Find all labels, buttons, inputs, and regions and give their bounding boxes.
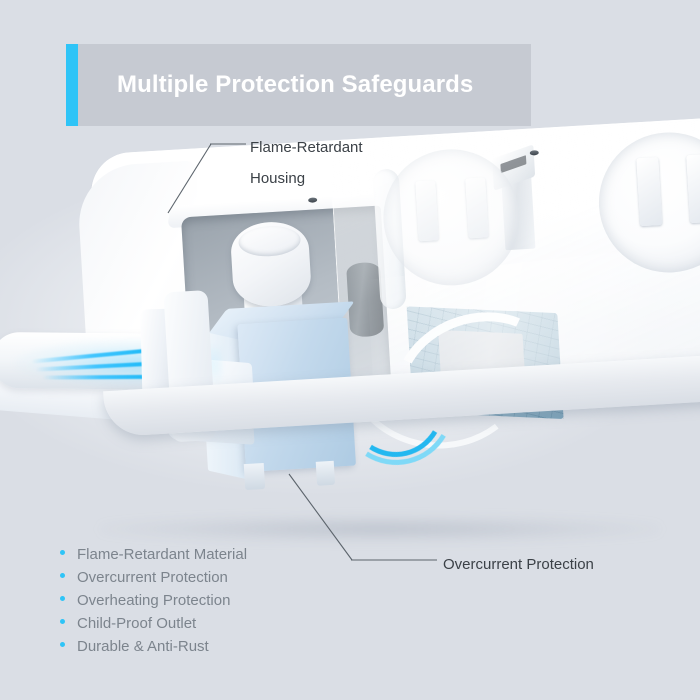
feature-label: Child-Proof Outlet — [77, 615, 197, 632]
product-drop-shadow — [100, 516, 660, 542]
callout-flame-retardant-housing: Flame-Retardant Housing — [250, 132, 363, 194]
bullet-dot-icon — [60, 619, 65, 624]
bullet-dot-icon — [60, 573, 65, 578]
power-strip-body — [0, 99, 700, 540]
feature-label: Flame-Retardant Material — [77, 546, 248, 563]
overcurrent-module-foot-right — [315, 460, 336, 486]
list-item: Child-Proof Outlet — [60, 615, 247, 638]
callout-overcurrent-protection: Overcurrent Protection — [443, 549, 594, 580]
header-banner: Multiple Protection Safeguards — [66, 44, 531, 126]
list-item: Flame-Retardant Material — [60, 546, 247, 569]
feature-label: Durable & Anti-Rust — [77, 638, 209, 655]
page-title: Multiple Protection Safeguards — [117, 71, 474, 98]
header-accent-bar — [66, 44, 78, 126]
list-item: Overheating Protection — [60, 592, 247, 615]
feature-label: Overheating Protection — [77, 592, 231, 609]
callout-housing-line2: Housing — [250, 170, 306, 187]
header-band: Multiple Protection Safeguards — [78, 44, 531, 126]
feature-list: Flame-Retardant Material Overcurrent Pro… — [60, 546, 247, 661]
list-item: Durable & Anti-Rust — [60, 638, 247, 661]
callout-overcurrent-line1: Overcurrent Protection — [443, 556, 594, 573]
bullet-dot-icon — [60, 642, 65, 647]
switch-cylinder — [229, 219, 313, 309]
bullet-dot-icon — [60, 550, 65, 555]
feature-label: Overcurrent Protection — [77, 569, 228, 586]
bullet-dot-icon — [60, 596, 65, 601]
overcurrent-module-foot-left — [243, 462, 266, 491]
callout-housing-line1: Flame-Retardant — [250, 139, 363, 156]
list-item: Overcurrent Protection — [60, 569, 247, 592]
